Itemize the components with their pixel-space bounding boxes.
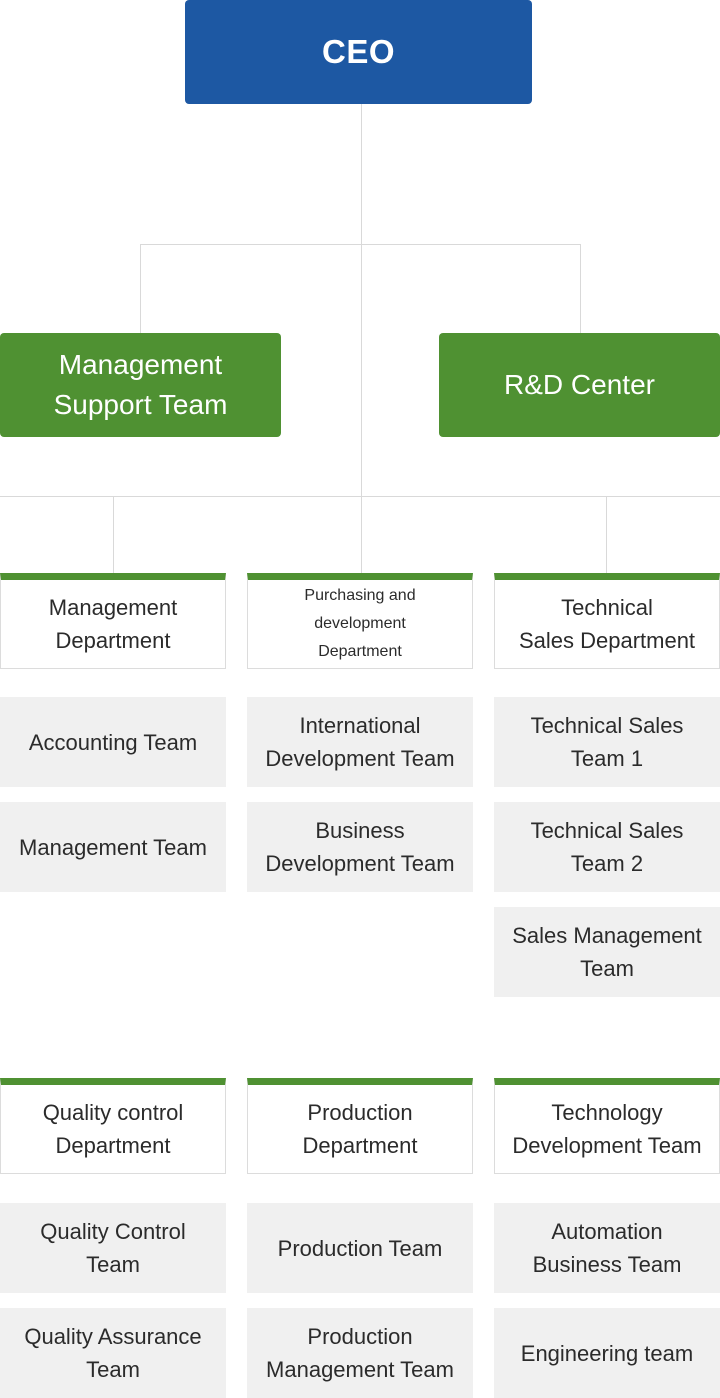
dept-label-line2: Development Team xyxy=(512,1133,702,1158)
team-automation-business: Automation Business Team xyxy=(494,1203,720,1293)
rd-center-label: R&D Center xyxy=(504,369,655,400)
dept-label-line1: Production xyxy=(307,1100,413,1125)
team-sales-management: Sales Management Team xyxy=(494,907,720,997)
dept-label-line2: development xyxy=(314,615,406,632)
team-label-line1: Quality Assurance xyxy=(24,1324,202,1349)
team-label-line1: Quality Control xyxy=(40,1219,186,1244)
dept-production: Production Department xyxy=(247,1078,473,1174)
dept-label-line1: Quality control xyxy=(42,1100,184,1125)
dept-label-line2: Sales Department xyxy=(518,628,696,653)
team-label-line2: Development Team xyxy=(265,851,455,876)
dept-label-line1: Technical xyxy=(561,595,653,620)
team-management: Management Team xyxy=(0,802,226,892)
dept-label-line2: Department xyxy=(55,628,171,653)
connector-left-branch xyxy=(140,244,141,333)
team-business-development: Business Development Team xyxy=(247,802,473,892)
ceo-label: CEO xyxy=(321,33,395,70)
dept-label-line1: Technology xyxy=(551,1100,663,1125)
connector-level2-horizontal xyxy=(140,244,581,245)
team-label-line1: Production xyxy=(307,1324,413,1349)
connector-dept-col2 xyxy=(361,496,362,573)
team-label-line1: Business xyxy=(315,818,405,843)
dept-label-line1: Purchasing and xyxy=(304,587,416,604)
management-support-team-box: Management Support Team xyxy=(0,333,281,437)
dept-technology-development: Technology Development Team xyxy=(494,1078,720,1174)
dept-label-line2: Department xyxy=(55,1133,171,1158)
team-label-line1: Technical Sales xyxy=(530,713,684,738)
connector-dept-horizontal xyxy=(0,496,720,497)
dept-label-line2: Department xyxy=(302,1133,418,1158)
rd-center-box: R&D Center xyxy=(439,333,720,437)
team-label-line1: Accounting Team xyxy=(28,729,198,755)
team-technical-sales-1: Technical Sales Team 1 xyxy=(494,697,720,787)
team-engineering: Engineering team xyxy=(494,1308,720,1398)
team-label-line2: Team xyxy=(86,1252,140,1277)
team-label-line1: Management Team xyxy=(19,834,207,860)
team-label-line2: Team xyxy=(86,1357,140,1382)
team-label-line1: Production Team xyxy=(277,1235,443,1261)
team-label-line1: Sales Management xyxy=(512,923,702,948)
team-accounting: Accounting Team xyxy=(0,697,226,787)
team-production: Production Team xyxy=(247,1203,473,1293)
team-quality-control: Quality Control Team xyxy=(0,1203,226,1293)
dept-label-line3: Department xyxy=(318,643,402,660)
management-support-team-line1: Management xyxy=(58,349,223,380)
dept-quality-control: Quality control Department xyxy=(0,1078,226,1174)
team-technical-sales-2: Technical Sales Team 2 xyxy=(494,802,720,892)
connector-dept-col1 xyxy=(113,496,114,573)
dept-management: Management Department xyxy=(0,573,226,669)
management-support-team-line2: Support Team xyxy=(53,389,228,420)
team-label-line1: Automation xyxy=(551,1219,663,1244)
team-label-line1: Technical Sales xyxy=(530,818,684,843)
team-label-line2: Development Team xyxy=(265,746,455,771)
team-label-line2: Team 1 xyxy=(570,746,644,771)
team-label-line1: Engineering team xyxy=(520,1340,694,1366)
team-quality-assurance: Quality Assurance Team xyxy=(0,1308,226,1398)
team-label-line2: Team 2 xyxy=(570,851,644,876)
team-label-line2: Management Team xyxy=(266,1357,454,1382)
dept-label-line1: Management xyxy=(48,595,178,620)
ceo-box: CEO xyxy=(185,0,532,104)
connector-ceo-trunk xyxy=(361,104,362,497)
team-production-management: Production Management Team xyxy=(247,1308,473,1398)
team-label-line2: Team xyxy=(580,956,634,981)
connector-dept-col3 xyxy=(606,496,607,573)
team-international-development: International Development Team xyxy=(247,697,473,787)
team-label-line1: International xyxy=(299,713,421,738)
dept-purchasing-development: Purchasing and development Department xyxy=(247,573,473,669)
dept-technical-sales: Technical Sales Department xyxy=(494,573,720,669)
team-label-line2: Business Team xyxy=(532,1252,682,1277)
connector-right-branch xyxy=(580,244,581,333)
